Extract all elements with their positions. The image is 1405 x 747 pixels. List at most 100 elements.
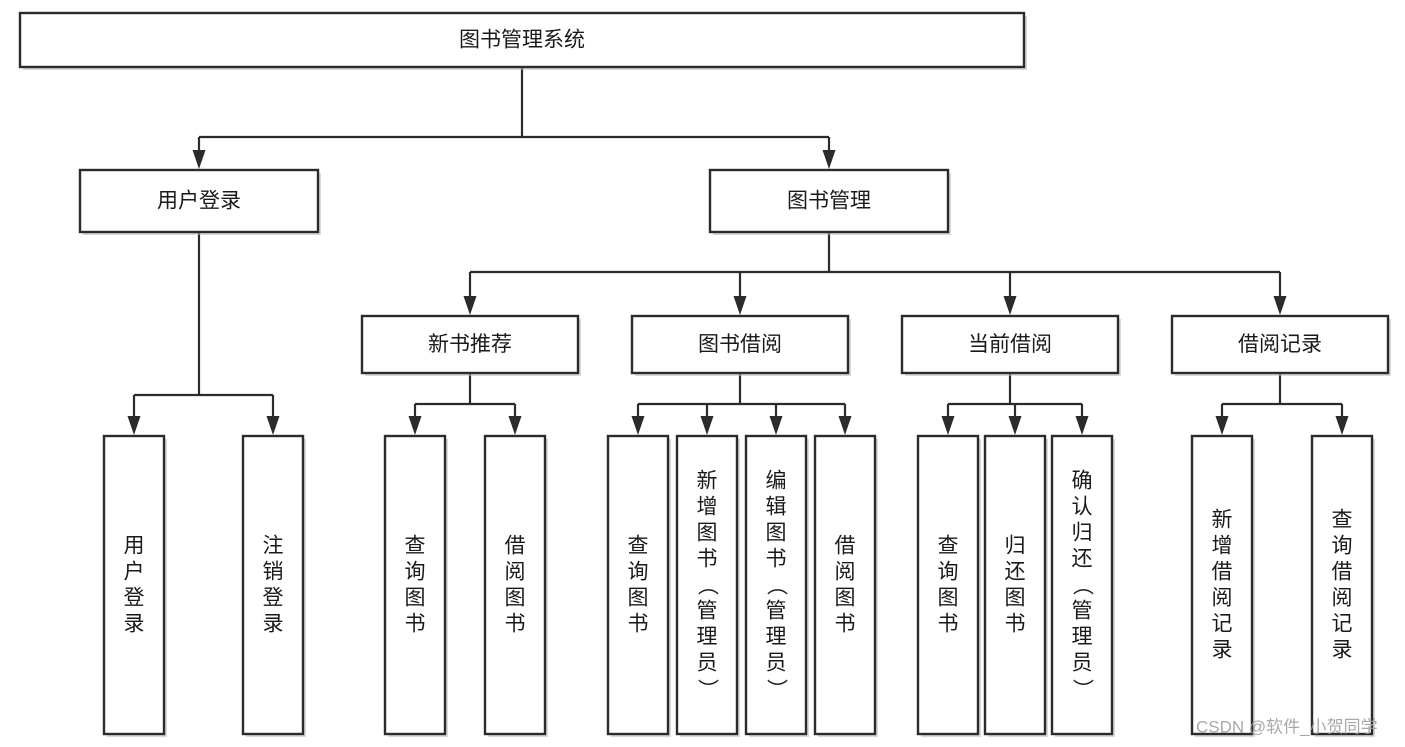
node-label-char: 阅 <box>505 561 526 584</box>
node-book-manage[interactable]: 图书管理 <box>708 168 951 235</box>
node-box[interactable] <box>744 434 808 736</box>
node-box[interactable] <box>1170 314 1390 375</box>
node-label-char: 增 <box>1212 535 1233 558</box>
connector-arrowhead <box>1008 416 1022 435</box>
node-label-char: 询 <box>1332 535 1353 558</box>
node-label-char: 图 <box>628 587 649 610</box>
node-box[interactable] <box>900 314 1120 375</box>
node-label-char: ） <box>765 679 788 700</box>
connector-arrowhead <box>838 416 852 435</box>
node-label-char: （ <box>696 575 719 596</box>
node-box[interactable] <box>18 11 1026 69</box>
node-box[interactable] <box>360 314 580 375</box>
node-label-char: 辑 <box>766 496 787 519</box>
node-label-char: 员 <box>766 652 787 675</box>
connector-arrowhead <box>463 296 477 315</box>
connector-arrowhead <box>408 416 422 435</box>
node-label: 当前借阅 <box>968 333 1052 356</box>
node-label-char: 图 <box>505 587 526 610</box>
node-label-char: 户 <box>124 561 145 584</box>
node-root[interactable]: 图书管理系统 <box>18 11 1027 70</box>
node-label-char: 图 <box>766 522 787 545</box>
node-label-char: 注 <box>263 535 284 558</box>
connector-arrowhead <box>1335 416 1349 435</box>
node-box[interactable] <box>1310 434 1374 736</box>
node-label-char: 书 <box>1005 613 1026 636</box>
connector-group-borrow-record <box>1215 373 1349 435</box>
node-box[interactable] <box>813 434 877 736</box>
node-label-char: （ <box>1071 575 1094 596</box>
connector-group-current-borrow <box>941 373 1089 435</box>
node-box[interactable] <box>708 168 950 234</box>
node-box[interactable] <box>241 434 305 736</box>
node-box[interactable] <box>606 434 670 736</box>
connector-arrowhead <box>631 416 645 435</box>
node-label-char: 录 <box>124 613 145 636</box>
node-current-borrow[interactable]: 当前借阅 <box>900 314 1121 376</box>
node-box[interactable] <box>78 168 320 234</box>
node-label-char: 管 <box>697 600 718 623</box>
node-box[interactable] <box>630 314 850 375</box>
node-label: 图书管理 <box>787 190 871 213</box>
node-label-char: 录 <box>263 613 284 636</box>
node-label: 图书借阅 <box>698 333 782 356</box>
connector-arrowhead <box>733 296 747 315</box>
node-new-book-recommend[interactable]: 新书推荐 <box>360 314 581 376</box>
connector-arrowhead <box>769 416 783 435</box>
node-label-char: 图 <box>1005 587 1026 610</box>
connector-arrowhead <box>941 416 955 435</box>
node-label: 新书推荐 <box>428 333 512 356</box>
node-label-char: 书 <box>505 613 526 636</box>
node-label-char: 编 <box>766 470 787 493</box>
node-label: 图书管理系统 <box>459 29 585 52</box>
node-label-char: 阅 <box>1212 587 1233 610</box>
node-label-char: 查 <box>628 535 649 558</box>
node-box[interactable] <box>102 434 166 736</box>
node-book-borrow[interactable]: 图书借阅 <box>630 314 851 376</box>
node-box[interactable] <box>983 434 1047 736</box>
connector-arrowhead <box>1075 416 1089 435</box>
node-label-char: 录 <box>1212 639 1233 662</box>
connector-arrowhead <box>700 416 714 435</box>
node-box[interactable] <box>1050 434 1114 736</box>
node-box[interactable] <box>675 434 739 736</box>
node-box[interactable] <box>916 434 980 736</box>
node-label-char: 借 <box>835 535 856 558</box>
node-label-char: 图 <box>938 587 959 610</box>
node-label-char: 借 <box>1332 561 1353 584</box>
node-label-char: 书 <box>628 613 649 636</box>
node-user-login[interactable]: 用户登录 <box>78 168 321 235</box>
node-box[interactable] <box>1190 434 1254 736</box>
node-box[interactable] <box>483 434 547 736</box>
connector-group-book-borrow <box>631 373 852 435</box>
node-label-char: ） <box>696 679 719 700</box>
node-leaf-user-login[interactable]: 用户登录 <box>102 434 167 737</box>
node-label-char: 还 <box>1005 561 1026 584</box>
node-label-char: 查 <box>1332 509 1353 532</box>
connector-arrowhead <box>822 150 836 169</box>
node-label-char: 书 <box>835 613 856 636</box>
node-label-char: 确 <box>1072 470 1093 493</box>
node-box[interactable] <box>383 434 447 736</box>
node-label-char: 管 <box>1072 600 1093 623</box>
node-label-char: 登 <box>124 587 145 610</box>
connector-group-book-manage <box>463 232 1287 315</box>
node-label-char: 用 <box>124 535 145 558</box>
node-label-char: 询 <box>938 561 959 584</box>
node-borrow-record[interactable]: 借阅记录 <box>1170 314 1391 376</box>
node-label-char: 书 <box>938 613 959 636</box>
node-layer: 图书管理系统用户登录图书管理新书推荐图书借阅当前借阅借阅记录用户登录注销登录查询… <box>18 11 1391 737</box>
